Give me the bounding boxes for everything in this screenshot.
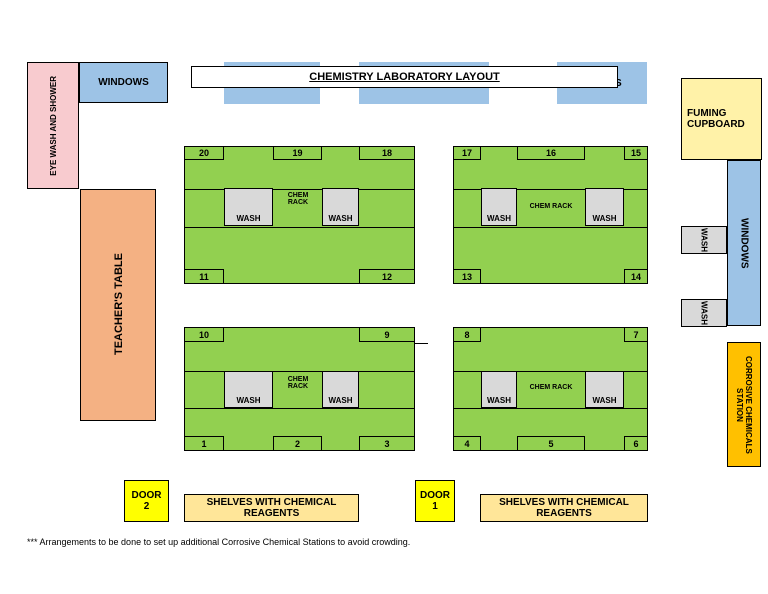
station-16: 16 bbox=[517, 146, 585, 160]
door-2-label: DOOR 2 bbox=[131, 490, 162, 512]
eye-wash-label: EYE WASH AND SHOWER bbox=[48, 75, 58, 176]
corrosive-chemicals-station: CORROSIVE CHEMICALS STATION bbox=[727, 342, 761, 467]
station-5: 5 bbox=[517, 436, 585, 451]
wall-wash-lower: WASH bbox=[681, 299, 727, 327]
bench-bottom-left bbox=[184, 327, 415, 451]
wash-sink: WASH bbox=[481, 188, 517, 226]
station-12: 12 bbox=[359, 269, 415, 284]
layout-title: CHEMISTRY LABORATORY LAYOUT bbox=[191, 66, 618, 88]
station-11: 11 bbox=[184, 269, 224, 284]
teachers-table-label: TEACHER'S TABLE bbox=[112, 253, 125, 356]
station-10: 10 bbox=[184, 327, 224, 342]
footnote: *** Arrangements to be done to set up ad… bbox=[27, 537, 411, 547]
station-3: 3 bbox=[359, 436, 415, 451]
wall-wash-lower-label: WASH bbox=[699, 301, 709, 325]
shelves-right: SHELVES WITH CHEMICAL REAGENTS bbox=[480, 494, 648, 522]
wash-sink: WASH bbox=[322, 188, 359, 226]
chem-rack: CHEM RACK bbox=[529, 384, 573, 391]
station-1: 1 bbox=[184, 436, 224, 451]
station-19: 19 bbox=[273, 146, 322, 160]
wash-sink: WASH bbox=[481, 371, 517, 408]
wash-sink: WASH bbox=[224, 188, 273, 226]
eye-wash-shower: EYE WASH AND SHOWER bbox=[27, 62, 79, 189]
station-4: 4 bbox=[453, 436, 481, 451]
chem-rack: CHEM RACK bbox=[287, 192, 309, 206]
door-2: DOOR 2 bbox=[124, 480, 169, 522]
wash-sink: WASH bbox=[585, 188, 624, 226]
fuming-cupboard: FUMING CUPBOARD bbox=[681, 78, 762, 160]
windows-right: WINDOWS bbox=[727, 160, 761, 326]
windows-right-label: WINDOWS bbox=[738, 217, 750, 269]
wash-sink: WASH bbox=[322, 371, 359, 408]
wall-wash-upper: WASH bbox=[681, 226, 727, 254]
wall-wash-upper-label: WASH bbox=[699, 228, 709, 252]
station-8: 8 bbox=[453, 327, 481, 342]
fuming-cupboard-label: FUMING CUPBOARD bbox=[687, 108, 745, 130]
layout-title-text: CHEMISTRY LABORATORY LAYOUT bbox=[309, 71, 500, 83]
station-17: 17 bbox=[453, 146, 481, 160]
station-15: 15 bbox=[624, 146, 648, 160]
shelves-right-label: SHELVES WITH CHEMICAL REAGENTS bbox=[499, 497, 629, 519]
top-window-3-label: S bbox=[615, 77, 622, 89]
windows-top-left-label: WINDOWS bbox=[98, 77, 149, 88]
station-6: 6 bbox=[624, 436, 648, 451]
station-13: 13 bbox=[453, 269, 481, 284]
teachers-table: TEACHER'S TABLE bbox=[80, 189, 156, 421]
door-1-label: DOOR 1 bbox=[420, 490, 450, 512]
wash-sink: WASH bbox=[224, 371, 273, 408]
station-2: 2 bbox=[273, 436, 322, 451]
bench-top-left bbox=[184, 146, 415, 284]
station-9: 9 bbox=[359, 327, 415, 342]
corrosive-station-label: CORROSIVE CHEMICALS STATION bbox=[735, 355, 753, 454]
wash-sink: WASH bbox=[585, 371, 624, 408]
shelves-left: SHELVES WITH CHEMICAL REAGENTS bbox=[184, 494, 359, 522]
station-7: 7 bbox=[624, 327, 648, 342]
station-14: 14 bbox=[624, 269, 648, 284]
windows-top-left: WINDOWS bbox=[79, 62, 168, 103]
shelves-left-label: SHELVES WITH CHEMICAL REAGENTS bbox=[206, 497, 337, 519]
door-1: DOOR 1 bbox=[415, 480, 455, 522]
chem-rack: CHEM RACK bbox=[287, 376, 309, 390]
chem-rack: CHEM RACK bbox=[529, 203, 573, 210]
station-20: 20 bbox=[184, 146, 224, 160]
station-18: 18 bbox=[359, 146, 415, 160]
